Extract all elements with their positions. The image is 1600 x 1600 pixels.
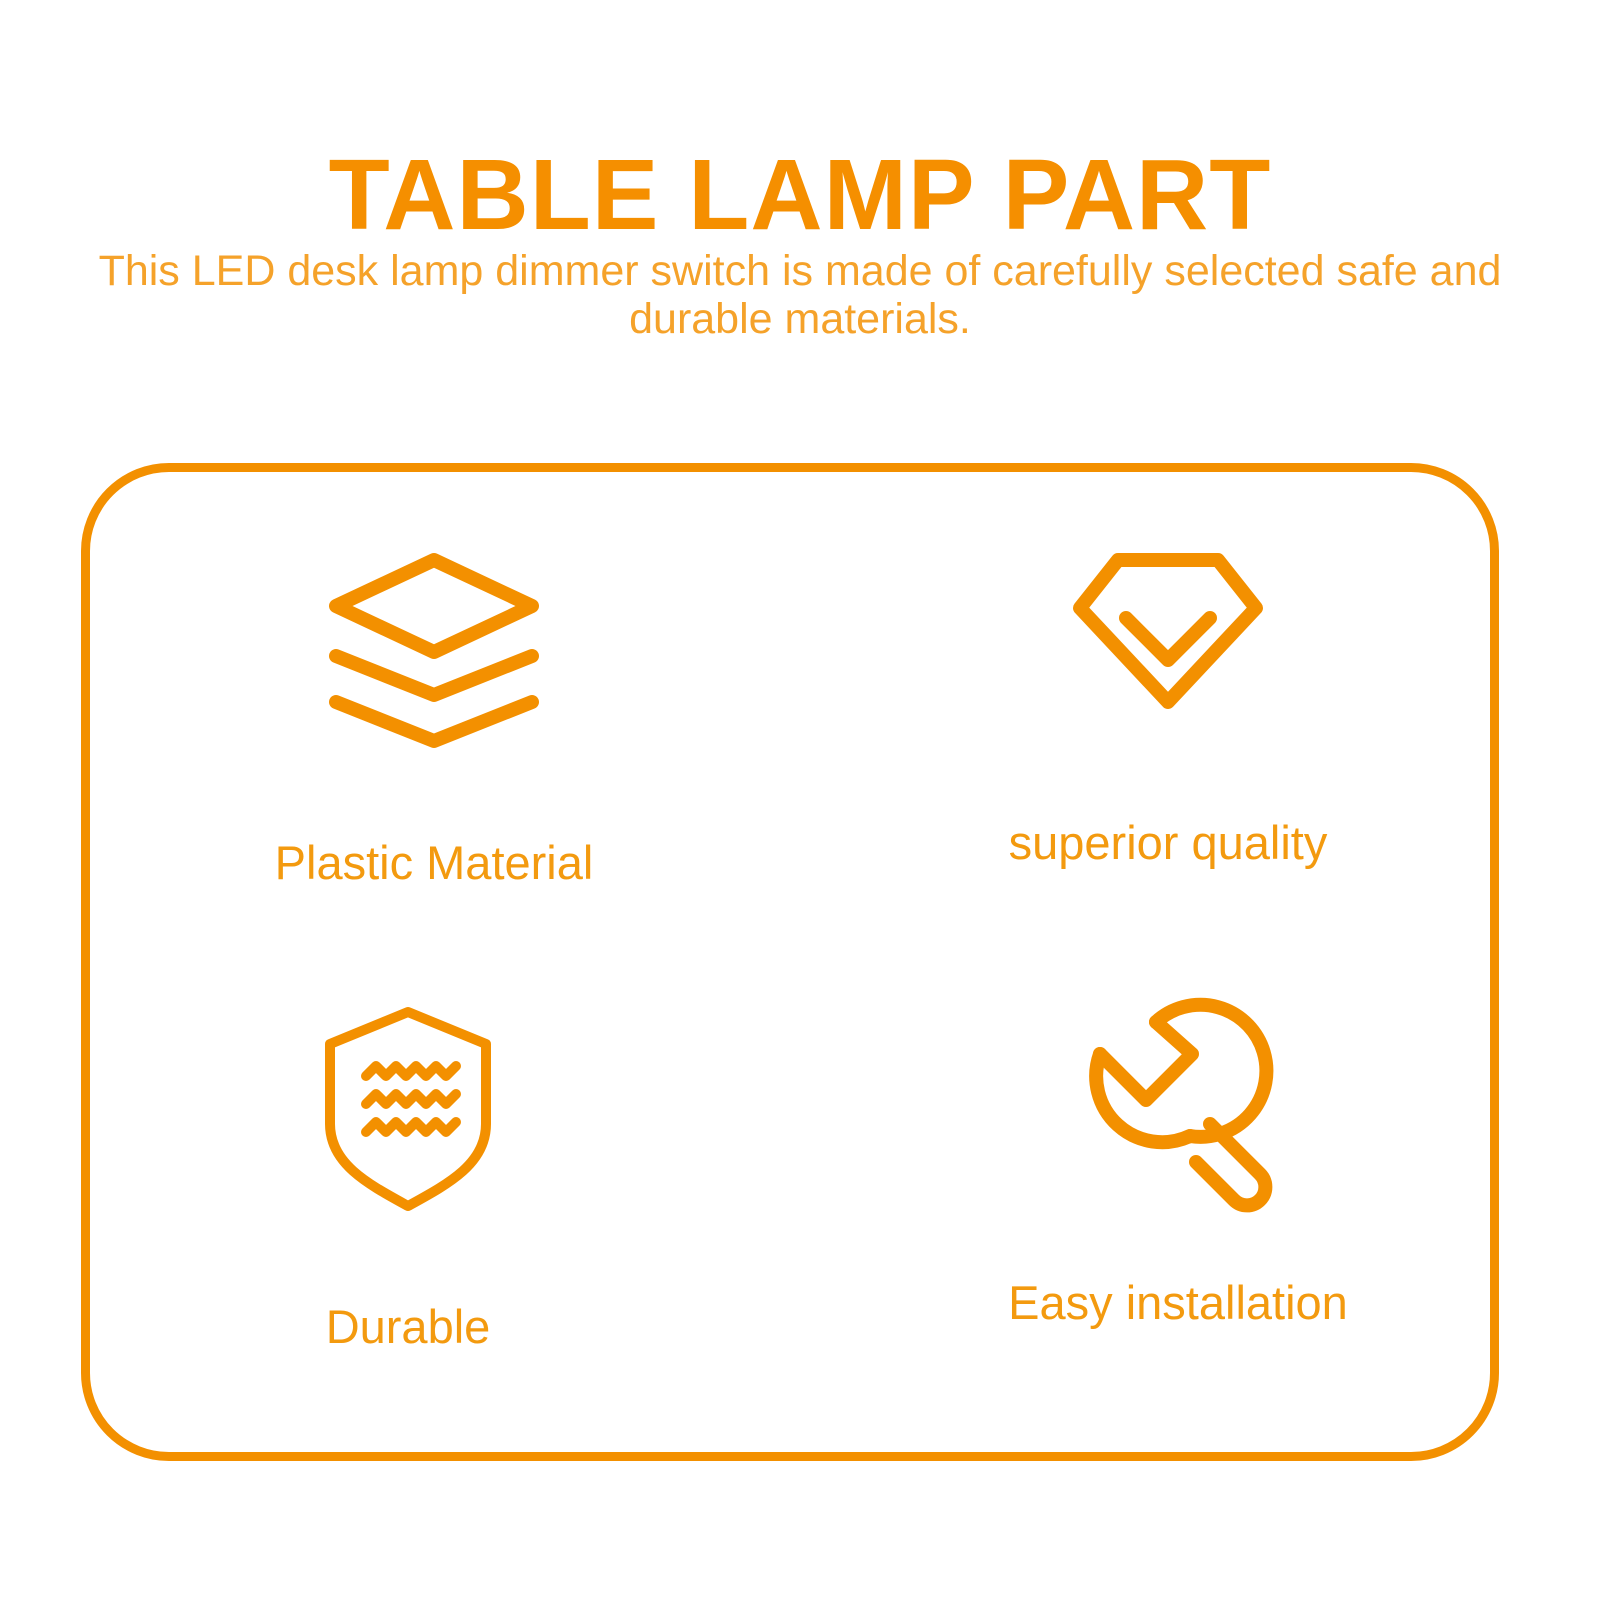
feature-easy-installation: Easy installation bbox=[918, 997, 1438, 1330]
feature-label: superior quality bbox=[1008, 816, 1328, 869]
feature-plastic-material: Plastic Material bbox=[174, 552, 694, 890]
features-panel bbox=[81, 463, 1499, 1461]
layers-icon bbox=[329, 553, 539, 748]
feature-durable: Durable bbox=[148, 1004, 668, 1354]
feature-label: Durable bbox=[325, 1300, 491, 1353]
page-subtitle: This LED desk lamp dimmer switch is made… bbox=[98, 247, 1502, 343]
feature-superior-quality: superior quality bbox=[908, 552, 1428, 870]
feature-label: Easy installation bbox=[1008, 1276, 1348, 1329]
shield-waves-icon bbox=[325, 1007, 491, 1211]
wrench-icon bbox=[1089, 997, 1274, 1213]
feature-label: Plastic Material bbox=[274, 836, 594, 889]
page-title: TABLE LAMP PART bbox=[328, 139, 1272, 251]
diamond-check-icon bbox=[1073, 553, 1263, 709]
